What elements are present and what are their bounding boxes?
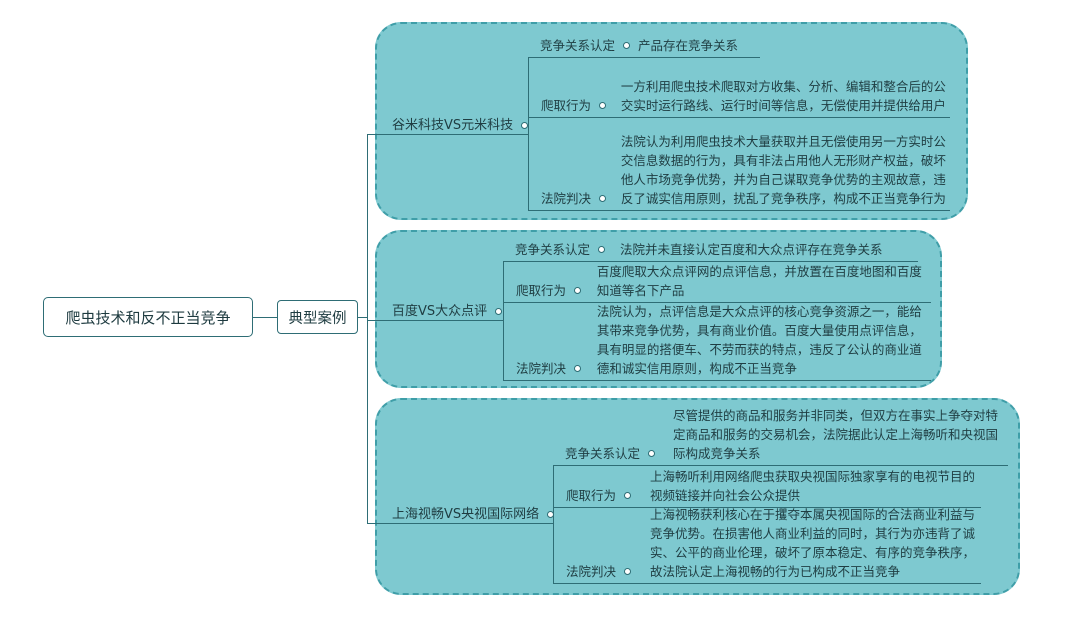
- item-text: 上海畅听利用网络爬虫获取央视国际独家享有的电视节目的视频链接并向社会公众提供: [650, 469, 976, 503]
- case-title-text: 上海视畅VS央视国际网络: [392, 507, 540, 522]
- connector: [367, 134, 368, 524]
- label-text: 竞争关系认定: [565, 446, 641, 461]
- item-label: 竞争关系认定: [528, 36, 638, 55]
- item-text: 百度爬取大众点评网的点评信息，并放置在百度地图和百度知道等名下产品: [596, 264, 922, 298]
- collapse-dot-icon[interactable]: [599, 195, 607, 202]
- label-text: 法院判决: [541, 191, 592, 206]
- collapse-dot-icon[interactable]: [574, 287, 582, 294]
- label-text: 竞争关系认定: [515, 242, 591, 257]
- case-cloud-2: [375, 230, 942, 388]
- case-1-item-2[interactable]: 爬取行为 一方利用爬虫技术爬取对方收集、分析、编辑和整合后的公交实时运行路线、运…: [528, 58, 950, 118]
- collapse-dot-icon[interactable]: [599, 102, 607, 109]
- case-title-3[interactable]: 上海视畅VS央视国际网络: [392, 503, 562, 522]
- item-label: 爬取行为: [554, 486, 650, 505]
- case-title-text: 百度VS大众点评: [392, 304, 488, 319]
- item-text: 一方利用爬虫技术爬取对方收集、分析、编辑和整合后的公交实时运行路线、运行时间等信…: [620, 79, 946, 113]
- item-label: 爬取行为: [504, 281, 597, 300]
- case-title-2[interactable]: 百度VS大众点评: [392, 300, 510, 319]
- collapse-dot-icon[interactable]: [623, 42, 631, 49]
- case-3-item-2[interactable]: 爬取行为 上海畅听利用网络爬虫获取央视国际独家享有的电视节目的视频链接并向社会公…: [553, 466, 981, 508]
- collapse-dot-icon[interactable]: [624, 492, 632, 499]
- label-text: 竞争关系认定: [540, 38, 616, 53]
- label-text: 爬取行为: [516, 283, 567, 298]
- item-text: 法院并未直接认定百度和大众点评存在竞争关系: [620, 242, 883, 257]
- connector: [358, 317, 367, 318]
- label-text: 爬取行为: [541, 98, 592, 113]
- case-1-item-1[interactable]: 竞争关系认定 产品存在竞争关系: [528, 36, 760, 58]
- category-node[interactable]: 典型案例: [277, 300, 358, 334]
- item-text: 尽管提供的商品和服务并非同类，但双方在事实上争夺对特定商品和服务的交易机会，法院…: [673, 408, 999, 461]
- branch-underline: [367, 523, 553, 524]
- case-cloud-1: [375, 22, 968, 220]
- label-text: 爬取行为: [566, 488, 617, 503]
- case-title-text: 谷米科技VS元米科技: [392, 118, 514, 133]
- case-2-item-2[interactable]: 爬取行为 百度爬取大众点评网的点评信息，并放置在百度地图和百度知道等名下产品: [503, 262, 931, 303]
- item-label: 法院判决: [554, 562, 650, 581]
- item-label: 法院判决: [504, 359, 597, 378]
- item-label: 爬取行为: [529, 96, 621, 115]
- item-label: 竞争关系认定: [553, 444, 673, 463]
- item-text: 产品存在竞争关系: [638, 38, 739, 53]
- label-text: 法院判决: [516, 361, 567, 376]
- collapse-dot-icon[interactable]: [624, 568, 632, 575]
- collapse-dot-icon[interactable]: [648, 450, 656, 457]
- case-title-1[interactable]: 谷米科技VS元米科技: [392, 114, 536, 133]
- case-3-item-1[interactable]: 竞争关系认定 尽管提供的商品和服务并非同类，但双方在事实上争夺对特定商品和服务的…: [553, 405, 1008, 466]
- collapse-dot-icon[interactable]: [521, 122, 529, 129]
- item-text: 法院认为利用爬虫技术大量获取并且无偿使用另一方实时公交信息数据的行为，具有非法占…: [620, 134, 946, 206]
- branch-underline: [367, 320, 503, 321]
- root-node[interactable]: 爬虫技术和反不正当竞争: [43, 297, 253, 337]
- collapse-dot-icon[interactable]: [495, 308, 503, 315]
- label-text: 法院判决: [566, 564, 617, 579]
- item-text: 上海视畅获利核心在于攫夺本属央视国际的合法商业利益与竞争优势。在损害他人商业利益…: [650, 507, 976, 579]
- case-1-item-3[interactable]: 法院判决 法院认为利用爬虫技术大量获取并且无偿使用另一方实时公交信息数据的行为，…: [528, 118, 950, 211]
- case-cloud-3: [375, 398, 1020, 595]
- case-2-item-3[interactable]: 法院判决 法院认为，点评信息是大众点评的核心竞争资源之一，能给其带来竞争优势，具…: [503, 303, 931, 381]
- item-label: 竞争关系认定: [503, 240, 620, 259]
- case-3-item-3[interactable]: 法院判决 上海视畅获利核心在于攫夺本属央视国际的合法商业利益与竞争优势。在损害他…: [553, 507, 981, 584]
- connector: [253, 317, 277, 318]
- collapse-dot-icon[interactable]: [598, 246, 606, 253]
- branch-underline: [367, 134, 528, 135]
- item-label: 法院判决: [529, 189, 621, 208]
- case-2-item-1[interactable]: 竞争关系认定 法院并未直接认定百度和大众点评存在竞争关系: [503, 240, 918, 262]
- item-text: 法院认为，点评信息是大众点评的核心竞争资源之一，能给其带来竞争优势，具有商业价值…: [596, 304, 922, 376]
- collapse-dot-icon[interactable]: [574, 365, 582, 372]
